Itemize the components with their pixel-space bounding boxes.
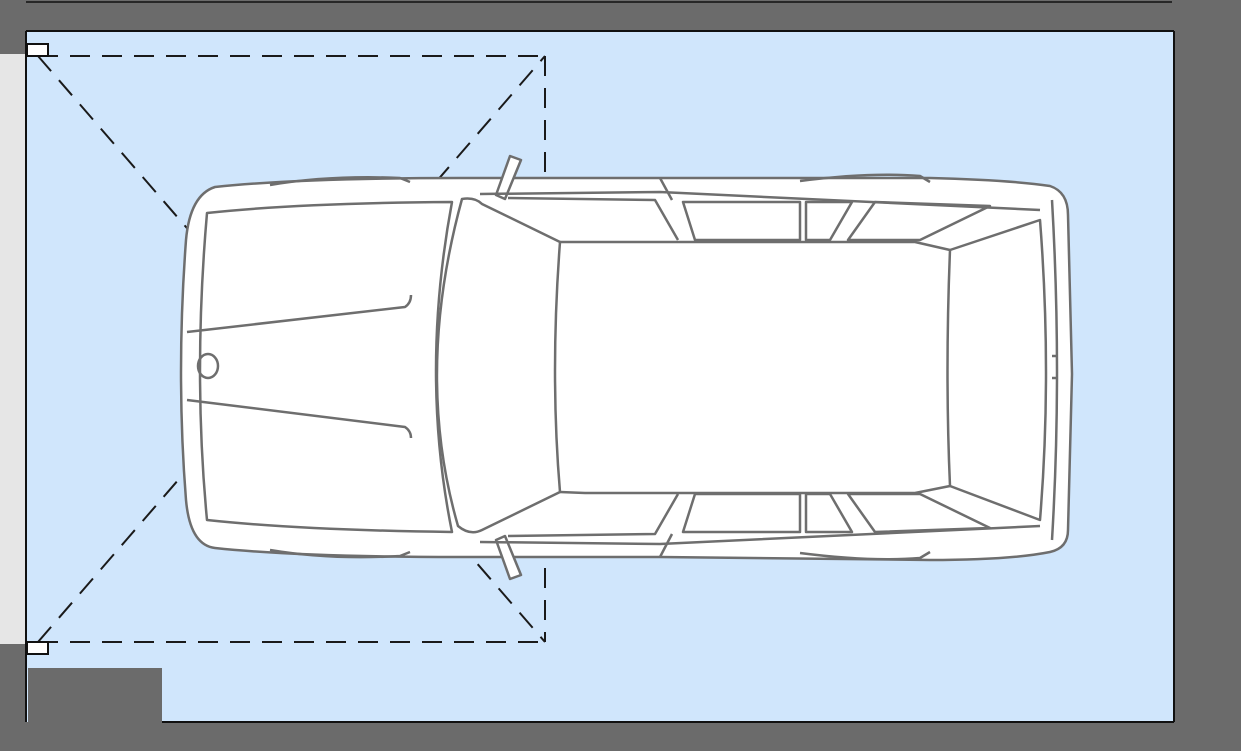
hood-crease-top <box>186 294 413 334</box>
fender-left <box>269 176 411 187</box>
side-window-right-3 <box>804 492 854 534</box>
floor-edges <box>25 30 1175 723</box>
side-window-left <box>507 196 680 241</box>
door-hinge-icon <box>26 43 49 57</box>
roof-rail-right <box>479 524 1041 546</box>
roof-rail-left <box>479 190 1041 212</box>
mirror-right <box>494 534 523 581</box>
hood-emblem <box>196 352 220 380</box>
roof <box>559 240 952 495</box>
fender-right <box>269 548 411 559</box>
door-seam-left <box>658 177 674 201</box>
windshield <box>435 197 562 534</box>
hood-crease-bottom <box>186 398 413 439</box>
top-wall <box>0 0 1241 31</box>
side-window-right <box>507 493 680 538</box>
rear-window <box>949 218 1048 522</box>
bottom-left-wall-overlay <box>28 668 162 722</box>
side-window-left-3 <box>804 200 854 242</box>
car-top-view-icon <box>179 154 1074 581</box>
outer-left-strip <box>0 0 26 751</box>
top-left-wall-stub <box>0 0 28 54</box>
rear-fender-left <box>799 173 931 184</box>
hood-shape <box>198 200 454 534</box>
rear-fender-right <box>799 550 931 561</box>
rear-edge <box>1050 199 1059 541</box>
door-hinge-icon <box>26 641 49 655</box>
bottom-wall <box>0 722 1241 751</box>
side-window-left-2 <box>681 200 802 242</box>
door-seam-right <box>658 533 674 558</box>
mirror-left <box>494 154 523 201</box>
side-window-right-2 <box>681 492 802 534</box>
car-body <box>179 176 1074 562</box>
right-wall <box>1174 0 1241 751</box>
